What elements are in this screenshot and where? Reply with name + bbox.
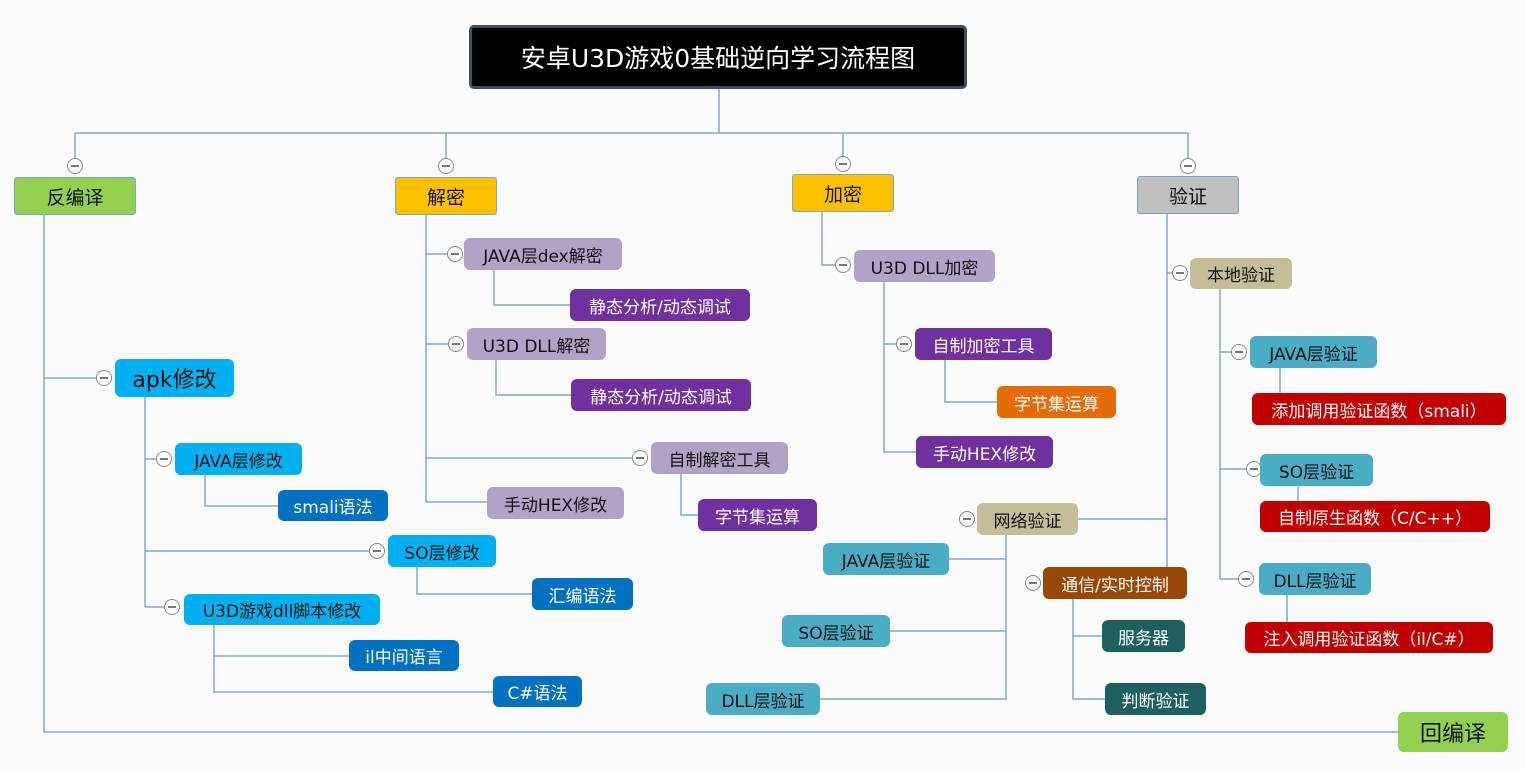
node-decrypt[interactable]: 解密 xyxy=(395,177,497,215)
node-hex-encrypt[interactable]: 手动HEX修改 xyxy=(916,436,1053,468)
node-encrypt-tool[interactable]: 自制加密工具 xyxy=(915,328,1052,360)
node-java-verify[interactable]: JAVA层验证 xyxy=(1250,336,1377,368)
collapse-toggle[interactable] xyxy=(896,336,912,352)
node-bytes-2[interactable]: 字节集运算 xyxy=(997,386,1116,418)
node-so-verify-fn[interactable]: 自制原生函数（C/C++） xyxy=(1260,501,1490,532)
node-decrypt-tool[interactable]: 自制解密工具 xyxy=(651,442,788,474)
node-java-verify-fn[interactable]: 添加调用验证函数（smali） xyxy=(1252,393,1506,425)
node-hex-decrypt[interactable]: 手动HEX修改 xyxy=(487,487,624,519)
node-net-dll-verify[interactable]: DLL层验证 xyxy=(706,683,820,715)
collapse-toggle[interactable] xyxy=(1172,265,1188,281)
node-u3d-dll-decrypt[interactable]: U3D DLL解密 xyxy=(467,328,606,360)
node-verify[interactable]: 验证 xyxy=(1137,176,1239,214)
collapse-toggle[interactable] xyxy=(369,543,385,559)
node-decompile[interactable]: 反编译 xyxy=(14,177,136,215)
node-dll-verify-fn[interactable]: 注入调用验证函数（il/C#） xyxy=(1245,622,1493,653)
node-apk-modify[interactable]: apk修改 xyxy=(115,359,234,397)
node-u3d-dll-modify[interactable]: U3D游戏dll脚本修改 xyxy=(184,594,380,625)
node-bytes-1[interactable]: 字节集运算 xyxy=(698,499,817,531)
node-java-dex-decrypt[interactable]: JAVA层dex解密 xyxy=(464,238,622,270)
node-comm-control[interactable]: 通信/实时控制 xyxy=(1043,567,1187,599)
node-csharp[interactable]: C#语法 xyxy=(493,676,582,707)
collapse-toggle[interactable] xyxy=(959,511,975,527)
node-java-modify[interactable]: JAVA层修改 xyxy=(175,443,302,475)
node-u3d-dll-encrypt[interactable]: U3D DLL加密 xyxy=(854,250,995,282)
collapse-toggle[interactable] xyxy=(1231,344,1247,360)
collapse-toggle[interactable] xyxy=(67,158,83,174)
page-title: 安卓U3D游戏0基础逆向学习流程图 xyxy=(469,25,967,89)
node-network-verify[interactable]: 网络验证 xyxy=(977,503,1078,535)
node-asm[interactable]: 汇编语法 xyxy=(532,578,633,610)
collapse-toggle[interactable] xyxy=(156,451,172,467)
collapse-toggle[interactable] xyxy=(1238,571,1254,587)
node-encrypt[interactable]: 加密 xyxy=(792,174,894,212)
collapse-toggle[interactable] xyxy=(835,257,851,273)
collapse-toggle[interactable] xyxy=(448,336,464,352)
collapse-toggle[interactable] xyxy=(447,246,463,262)
node-recompile[interactable]: 回编译 xyxy=(1398,712,1508,752)
node-judge-verify[interactable]: 判断验证 xyxy=(1105,683,1206,715)
node-static-dynamic-1[interactable]: 静态分析/动态调试 xyxy=(570,289,750,321)
node-dll-verify[interactable]: DLL层验证 xyxy=(1259,563,1371,595)
node-il[interactable]: il中间语言 xyxy=(349,640,459,671)
node-static-dynamic-2[interactable]: 静态分析/动态调试 xyxy=(571,379,751,411)
collapse-toggle[interactable] xyxy=(1025,575,1041,591)
collapse-toggle[interactable] xyxy=(632,450,648,466)
node-so-modify[interactable]: SO层修改 xyxy=(388,535,496,567)
node-so-verify[interactable]: SO层验证 xyxy=(1260,454,1373,486)
node-net-java-verify[interactable]: JAVA层验证 xyxy=(823,543,949,575)
collapse-toggle[interactable] xyxy=(438,158,454,174)
node-smali[interactable]: smali语法 xyxy=(278,490,388,521)
node-local-verify[interactable]: 本地验证 xyxy=(1190,258,1292,289)
node-server[interactable]: 服务器 xyxy=(1102,620,1185,652)
collapse-toggle[interactable] xyxy=(164,599,180,615)
collapse-toggle[interactable] xyxy=(835,156,851,172)
collapse-toggle[interactable] xyxy=(1180,158,1196,174)
node-net-so-verify[interactable]: SO层验证 xyxy=(782,615,890,647)
collapse-toggle[interactable] xyxy=(96,370,112,386)
